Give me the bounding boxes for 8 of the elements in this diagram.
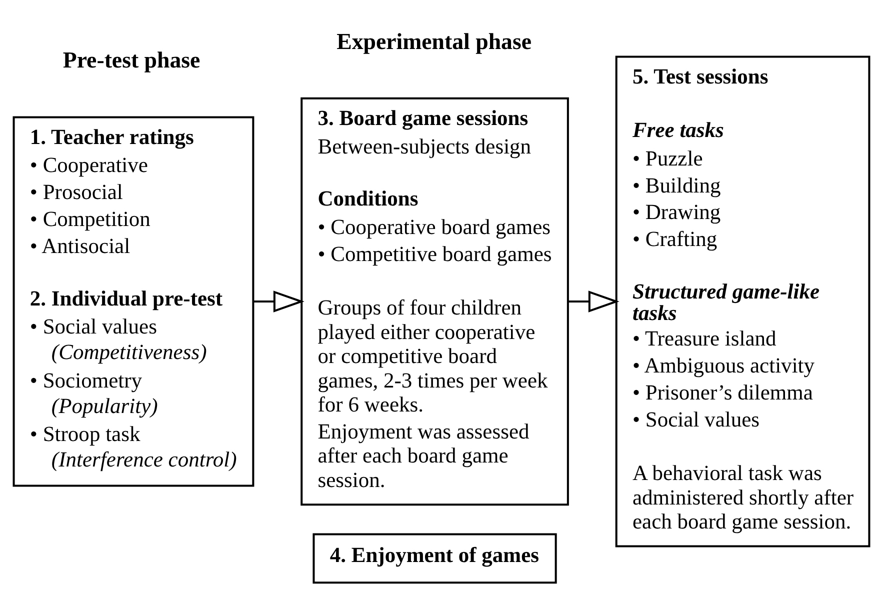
arrow (568, 290, 620, 312)
node-box: 3. Board game sessions Between-subjects design Conditions • Cooperative board games • Competitive board games Groups of four children played either cooperative or competitive board games, 2-3 times per week for 6 weeks. Enjoyment was assessed after each board game session. (300, 97, 569, 506)
arrow (253, 290, 304, 312)
label: Pre-test phase (62, 48, 200, 73)
node-box: 1. Teacher ratings • Cooperative • Prosocial • Competition • Antisocial 2. Individual pre-test • Social values (Competitiveness) • Sociometry (Popularity) • Stroop task (Interference control) (12, 116, 254, 487)
label: Experimental phase (336, 28, 532, 54)
node-box: 5. Test sessions Free tasks • Puzzle • Building • Drawing • Crafting Structured game-like tasks • Treasure island • Ambiguous activity • Prisoner’s dilemma • Social values A behavioral task was administered shortly after each board game session. (615, 56, 870, 548)
node-box: 4. Enjoyment of games (312, 533, 557, 584)
